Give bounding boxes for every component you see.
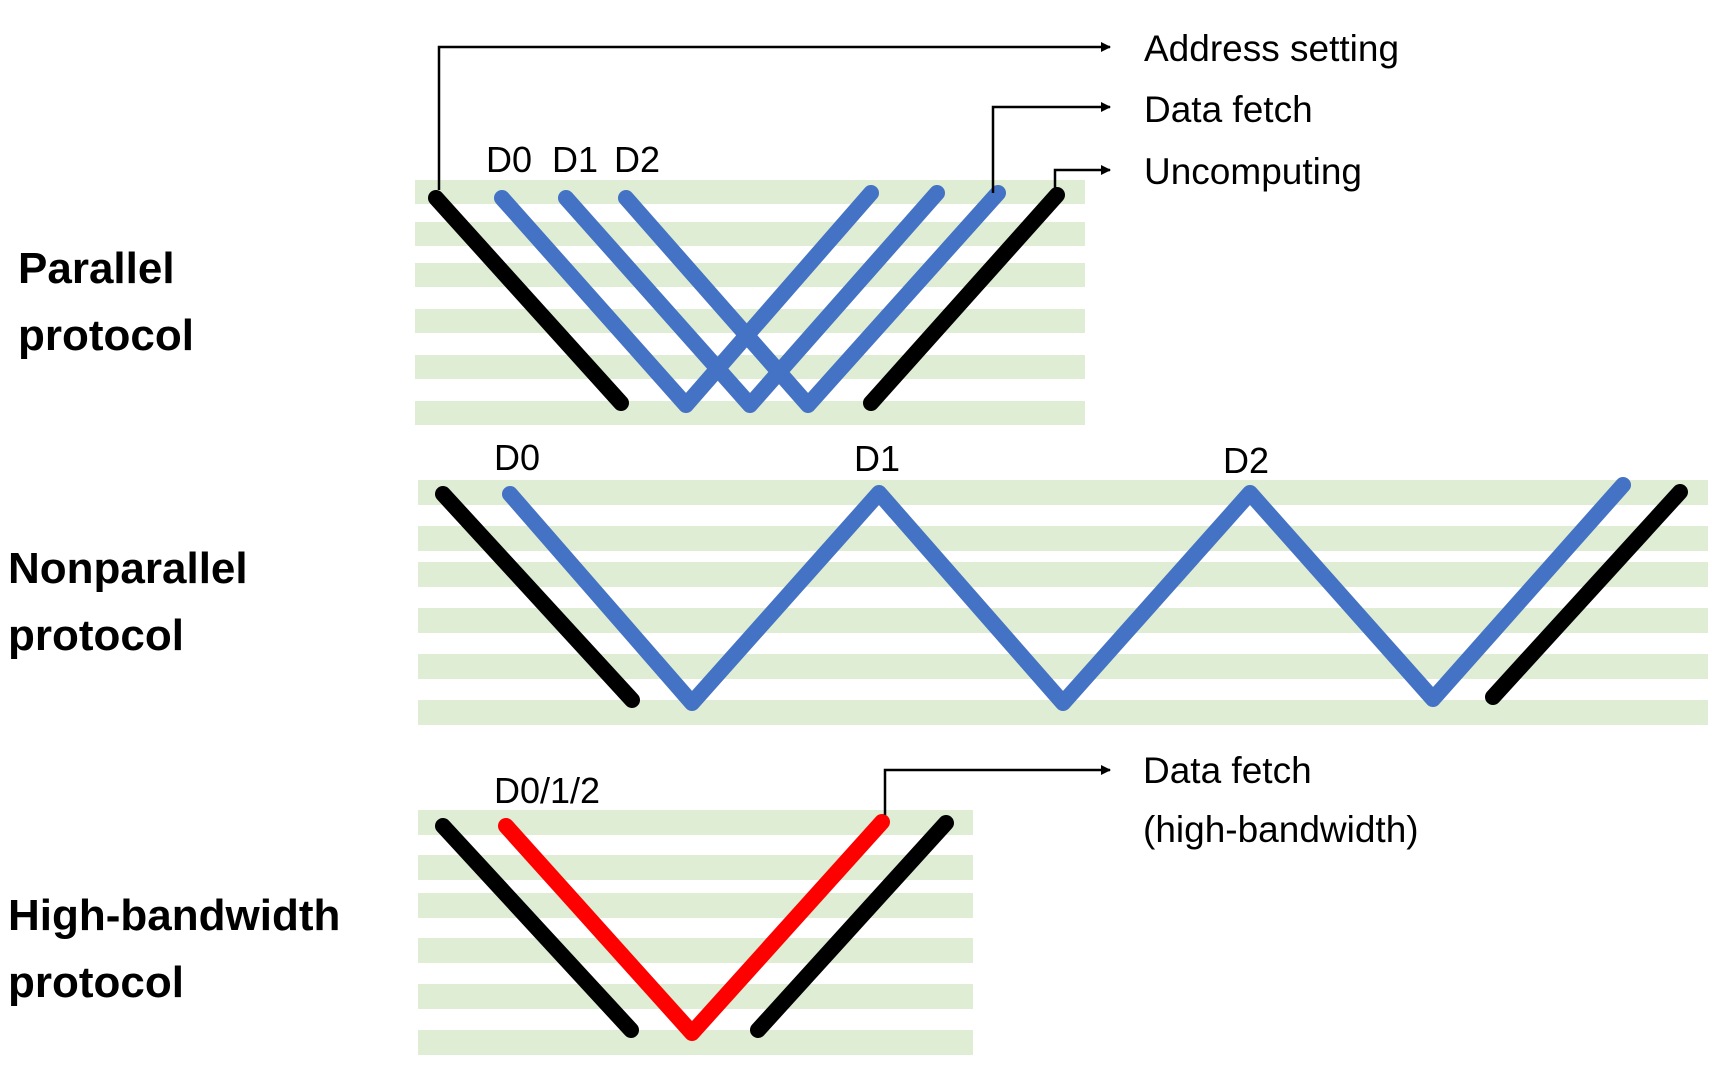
nonparallel-label-d1: D1 [854, 438, 900, 479]
high-bandwidth-uncomputing-path [750, 815, 954, 1038]
high-bandwidth-address-setting-path [435, 818, 639, 1038]
band [415, 355, 1085, 379]
high-bandwidth-section: D0/1/2 High-bandwidth protocol [8, 770, 973, 1055]
nonparallel-label-d0: D0 [494, 437, 540, 478]
parallel-address-setting-path [428, 190, 629, 411]
parallel-section-title-line2: protocol [18, 311, 194, 360]
parallel-label-d2: D2 [614, 139, 660, 180]
nonparallel-fetch-path [502, 477, 1631, 711]
band [418, 526, 1708, 551]
high-bandwidth-section-title-line1: High-bandwidth [8, 891, 340, 940]
band [415, 222, 1085, 246]
nonparallel-bands [418, 480, 1708, 725]
parallel-label-d1: D1 [552, 139, 598, 180]
band [418, 855, 973, 880]
nonparallel-section-title-line2: protocol [8, 611, 184, 660]
band [418, 654, 1708, 679]
parallel-fetch-path-d0 [494, 185, 879, 413]
high-bandwidth-section-title-line2: protocol [8, 958, 184, 1007]
data-fetch-label: Data fetch [1144, 89, 1313, 130]
band [418, 562, 1708, 587]
address-setting-label: Address setting [1144, 28, 1399, 69]
data-fetch-callout-arrow [991, 102, 1111, 193]
high-bandwidth-data-fetch-label-line1: Data fetch [1143, 750, 1312, 791]
parallel-fetch-path-d2 [618, 185, 1006, 413]
band [418, 984, 973, 1009]
high-bandwidth-data-fetch-label-line2: (high-bandwidth) [1143, 809, 1419, 850]
nonparallel-uncomputing-path [1485, 484, 1688, 705]
uncomputing-label: Uncomputing [1144, 151, 1362, 192]
nonparallel-label-d2: D2 [1223, 440, 1269, 481]
parallel-label-d0: D0 [486, 139, 532, 180]
high-bandwidth-data-fetch-callout-arrow [883, 765, 1111, 815]
parallel-uncomputing-path [863, 187, 1065, 411]
band [415, 180, 1085, 204]
nonparallel-section: D0 D1 D2 Nonparallel protocol [8, 437, 1708, 725]
parallel-section: D0 D1 D2 Parallel protocol [18, 139, 1085, 425]
legend: Address setting Data fetch Uncomputing D… [437, 28, 1419, 850]
address-setting-callout-arrow [437, 42, 1111, 190]
band [418, 480, 1708, 505]
high-bandwidth-fetch-path [498, 814, 890, 1041]
nonparallel-section-title-line1: Nonparallel [8, 544, 248, 593]
nonparallel-address-setting-path [435, 486, 640, 708]
parallel-fetch-path-d1 [558, 185, 945, 413]
band [418, 938, 973, 963]
uncomputing-callout-arrow [1053, 165, 1111, 188]
parallel-section-title-line1: Parallel [18, 244, 175, 293]
high-bandwidth-label-d012: D0/1/2 [494, 770, 600, 811]
